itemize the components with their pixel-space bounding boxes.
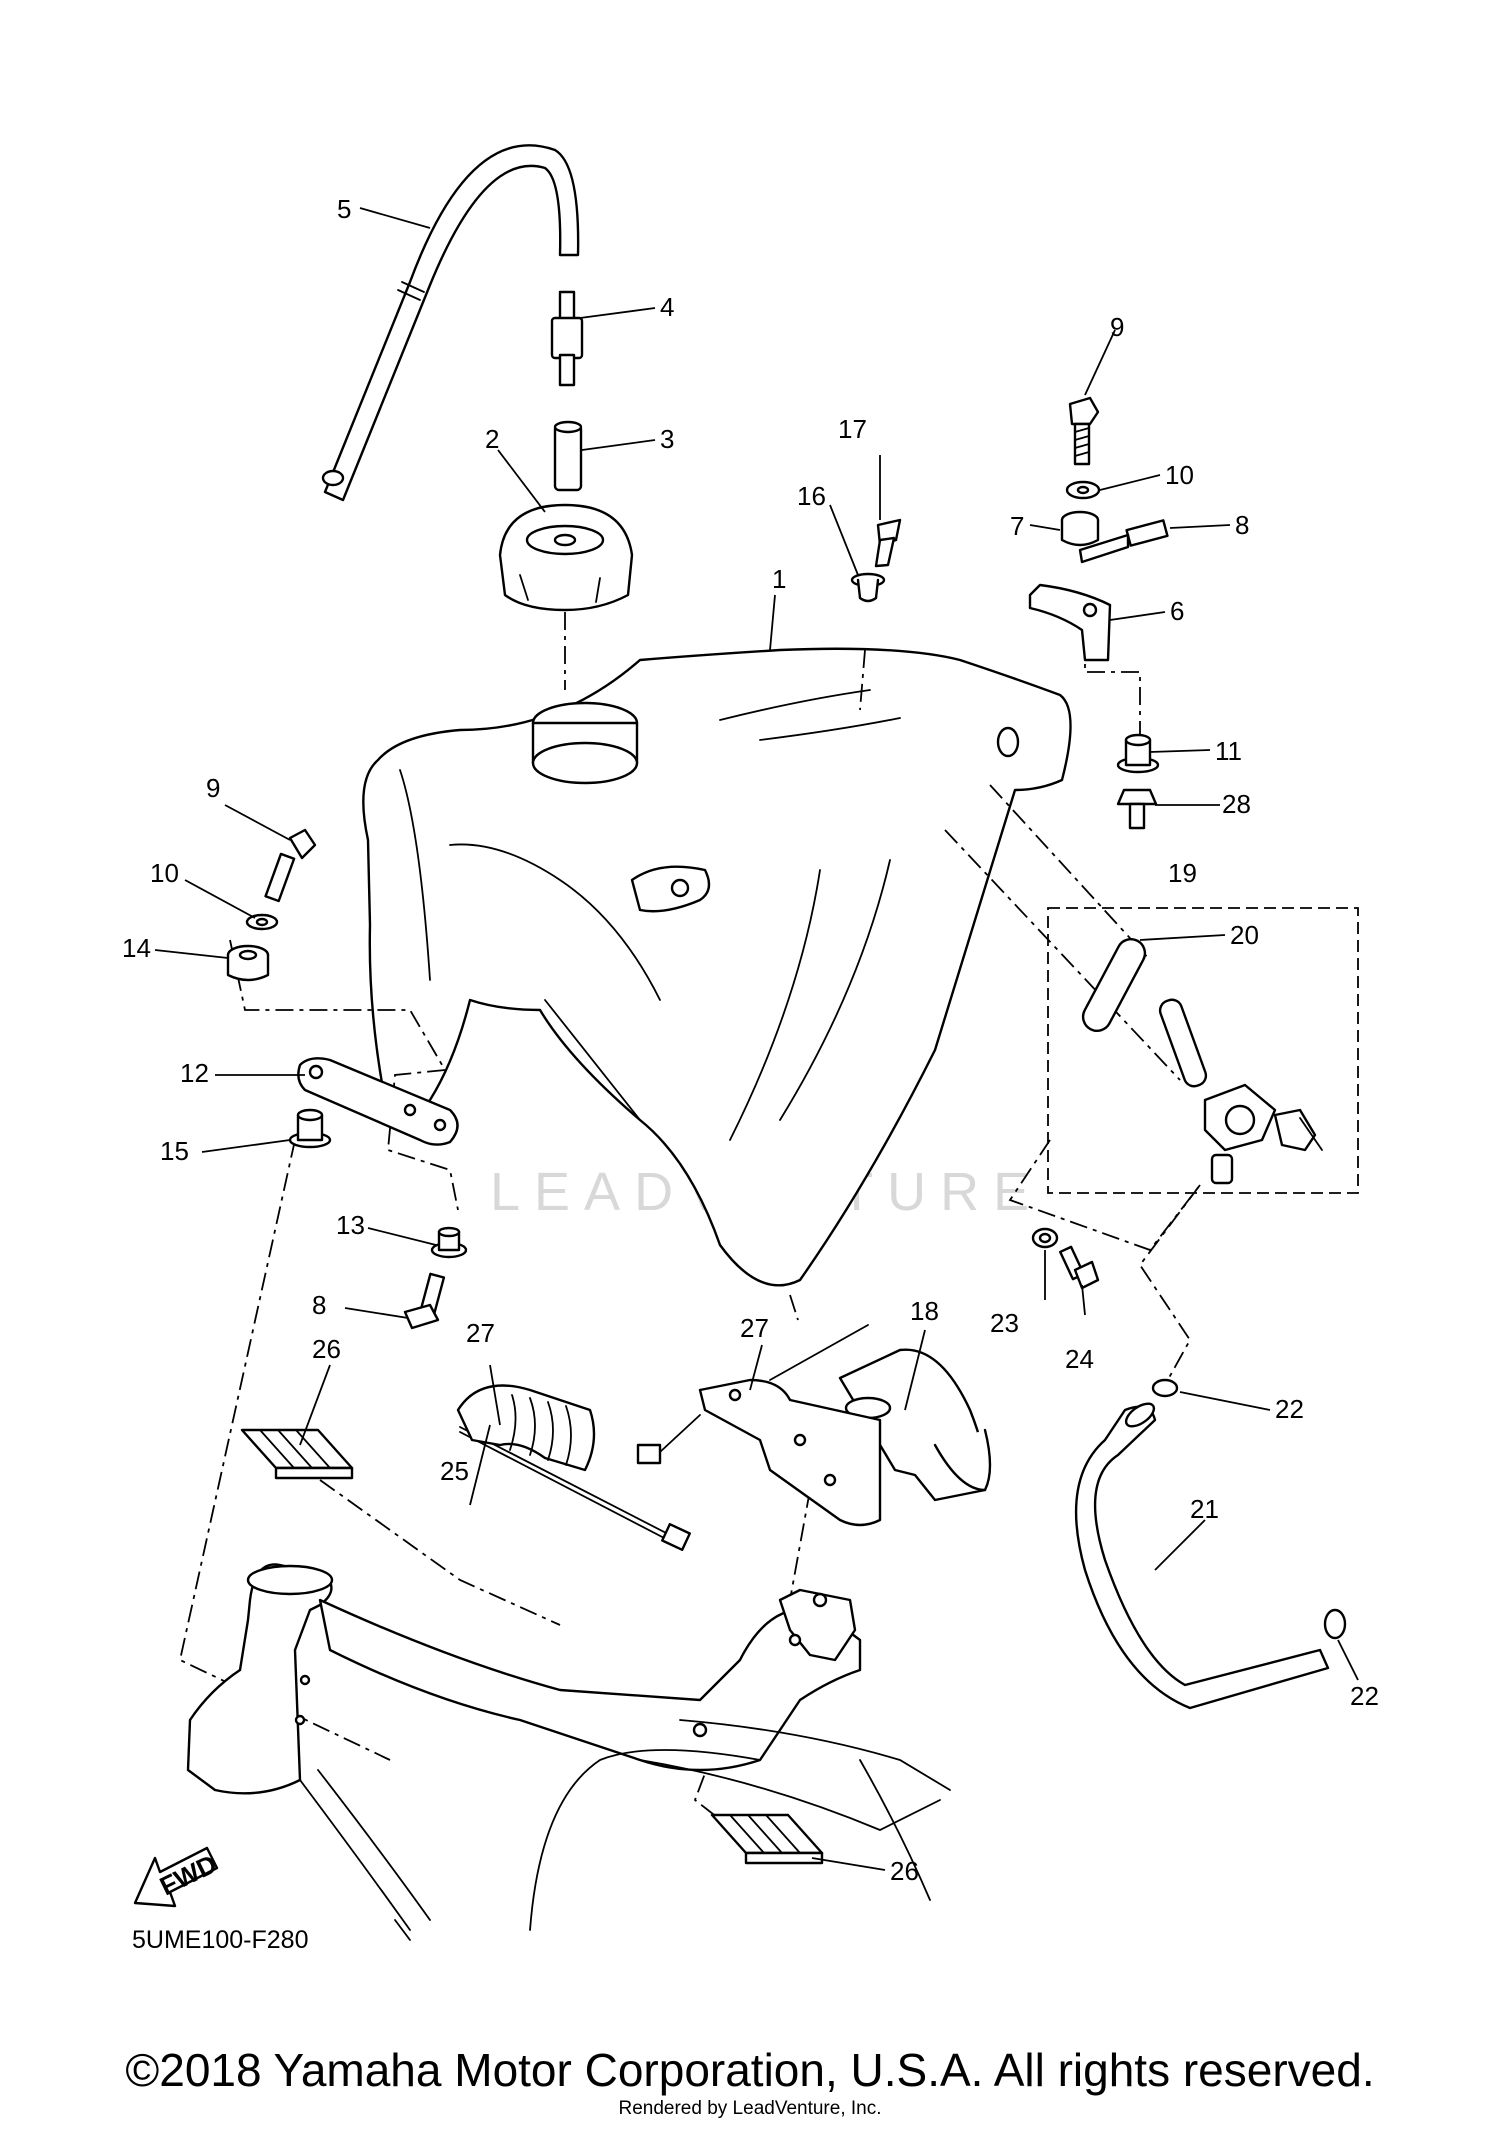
part-12-bracket-left[interactable] <box>297 1057 459 1146</box>
callout-26-top: 26 <box>312 1334 341 1364</box>
part-11-collar[interactable] <box>1116 733 1160 774</box>
callout-26-bottom: 26 <box>890 1856 919 1886</box>
callout-22-top: 22 <box>1275 1394 1304 1424</box>
callout-3: 3 <box>660 424 674 454</box>
part-2-fuel-cap[interactable] <box>498 503 634 612</box>
part-22-clip-top[interactable] <box>1151 1378 1179 1398</box>
part-7-grommet[interactable] <box>1060 510 1100 547</box>
callout-4: 4 <box>660 292 674 322</box>
callout-20: 20 <box>1230 920 1259 950</box>
callout-9-right: 9 <box>1110 312 1124 342</box>
callout-8-left: 8 <box>312 1290 326 1320</box>
part-22-clip-bottom[interactable] <box>1323 1608 1347 1640</box>
callout-16: 16 <box>797 481 826 511</box>
callout-21: 21 <box>1190 1494 1219 1524</box>
part-23-washer[interactable] <box>1031 1227 1059 1249</box>
leader-lines <box>154 207 1359 1871</box>
part-20-o-ring <box>1081 938 1147 1032</box>
part-19-fuel-cock-assembly[interactable] <box>1047 907 1359 1194</box>
part-16-damper[interactable] <box>850 572 886 603</box>
part-28-bolt[interactable] <box>1116 788 1158 830</box>
part-8-bolt-right[interactable] <box>1078 519 1169 564</box>
part-5-breather-hose[interactable] <box>321 144 580 502</box>
callout-2: 2 <box>485 424 499 454</box>
callout-23: 23 <box>990 1308 1019 1338</box>
callout-18: 18 <box>910 1296 939 1326</box>
part-10-washer-right[interactable] <box>1065 480 1101 500</box>
callout-11: 11 <box>1215 736 1242 766</box>
callout-27-left: 27 <box>466 1318 495 1348</box>
callout-5: 5 <box>337 194 351 224</box>
callout-22-bottom: 22 <box>1350 1681 1379 1711</box>
callout-10-left: 10 <box>150 858 179 888</box>
rendered-by-credit: Rendered by LeadVenture, Inc. <box>618 2098 882 2119</box>
fwd-arrow-icon: FWD <box>133 1846 221 1908</box>
callout-28: 28 <box>1222 789 1251 819</box>
part-27-bracket-band[interactable] <box>636 1324 882 1527</box>
part-4-fitting[interactable] <box>550 290 584 387</box>
callouts: 5 4 3 2 1 17 16 9 10 7 8 6 11 28 19 20 9… <box>122 194 1379 1886</box>
part-8-bolt-left[interactable] <box>403 1272 446 1330</box>
part-21-fuel-hose[interactable] <box>1074 1399 1330 1710</box>
callout-24: 24 <box>1065 1344 1094 1374</box>
part-26-damper-top[interactable] <box>240 1428 354 1480</box>
callout-12: 12 <box>180 1058 209 1088</box>
callout-19: 19 <box>1168 858 1197 888</box>
callout-7: 7 <box>1010 511 1024 541</box>
part-25-clamp[interactable] <box>456 1384 596 1472</box>
part-9-bolt-left[interactable] <box>264 828 317 903</box>
callout-25: 25 <box>440 1456 469 1486</box>
part-17-screw[interactable] <box>874 518 902 568</box>
part-14-grommet[interactable] <box>226 944 270 982</box>
callout-17: 17 <box>838 414 867 444</box>
callout-14: 14 <box>122 933 151 963</box>
part-24-screw[interactable] <box>1059 1245 1100 1290</box>
part-18-cover[interactable] <box>838 1348 992 1502</box>
callout-10-right: 10 <box>1165 460 1194 490</box>
part-15-collar-left[interactable] <box>288 1108 332 1149</box>
callout-6: 6 <box>1170 596 1184 626</box>
frame <box>186 1563 951 1941</box>
callout-27-right: 27 <box>740 1313 769 1343</box>
part-26-damper-bottom[interactable] <box>710 1813 824 1865</box>
drawing-code: 5UME100-F280 <box>132 1926 308 1954</box>
callout-13: 13 <box>336 1210 365 1240</box>
copyright-notice: ©2018 Yamaha Motor Corporation, U.S.A. A… <box>125 2044 1375 2096</box>
part-13-collar[interactable] <box>430 1226 468 1259</box>
part-6-bracket[interactable] <box>1028 583 1112 662</box>
part-1-fuel-tank[interactable] <box>362 647 1072 1287</box>
callout-8-right: 8 <box>1235 510 1249 540</box>
callout-9-left: 9 <box>206 773 220 803</box>
callout-15: 15 <box>160 1136 189 1166</box>
callout-1: 1 <box>772 564 786 594</box>
part-3-pipe[interactable] <box>553 420 583 492</box>
part-9-bolt-right[interactable] <box>1068 396 1100 466</box>
